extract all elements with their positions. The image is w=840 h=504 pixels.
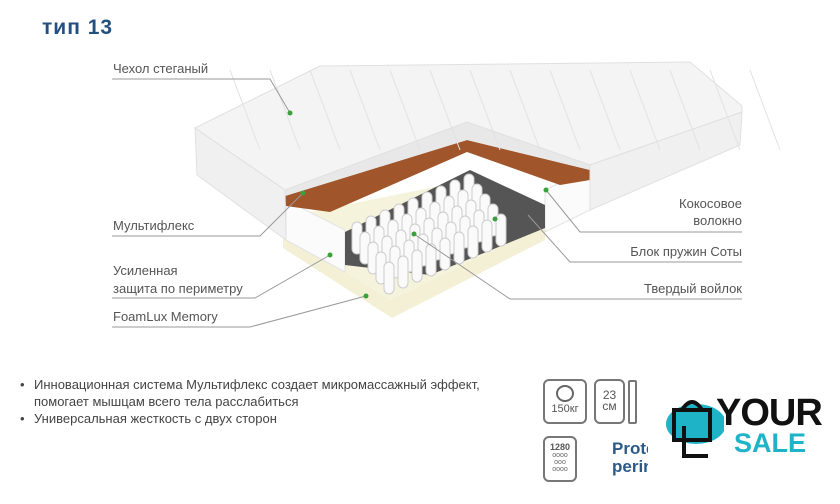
label-felt: Твердый войлок: [644, 281, 742, 296]
label-springs: Блок пружин Соты: [630, 244, 742, 259]
label-perimeter-2: защита по периметру: [113, 281, 243, 296]
quilt-stitch: [269, 69, 301, 151]
quilt-stitch: [509, 69, 541, 151]
spring-coil: [397, 255, 409, 289]
height-unit: см: [602, 399, 617, 413]
quilt-stitch: [749, 69, 781, 151]
protection-text-1: Prote: [612, 440, 648, 458]
spring-coil: [467, 225, 479, 259]
logo-sale: SALE: [734, 428, 807, 458]
quilt-stitch: [709, 69, 741, 151]
spring-coil: [383, 261, 395, 295]
label-perimeter-1: Усиленная: [113, 263, 178, 278]
label-cover: Чехол стеганый: [113, 61, 209, 76]
springs: [351, 173, 507, 295]
quilt-stitch: [669, 69, 701, 151]
quilt-stitch: [229, 69, 261, 151]
coconut-layer: [285, 140, 590, 212]
model-title: тип 13: [42, 16, 114, 39]
feature-list: Инновационная система Мультифлекс создае…: [20, 376, 490, 427]
protection-badge: Prote perin: [612, 440, 648, 476]
callout-dots: [287, 110, 549, 299]
quilt-stitch: [349, 69, 381, 151]
shopping-bag-hand-icon: [666, 400, 724, 458]
protection-text-2: perin: [612, 457, 648, 476]
spring-coil: [425, 243, 437, 277]
feature-item: Универсальная жесткость с двух сторон: [20, 410, 490, 427]
quilt-stitch: [429, 69, 461, 151]
spring-count: 1280: [549, 442, 571, 452]
spring-coil: [481, 219, 493, 253]
kettlebell-icon: [556, 385, 574, 402]
load-icon-box: 150кг: [543, 379, 587, 424]
foam-layer: [283, 225, 545, 318]
quilt-stitch: [549, 69, 581, 151]
label-coconut-1: Кокосовое: [679, 196, 742, 211]
quilt-stitch: [309, 69, 341, 151]
height-icon-box: 23 см: [594, 379, 625, 424]
feature-item: Инновационная система Мультифлекс создае…: [20, 376, 490, 410]
spring-coil: [453, 231, 465, 265]
quilt-stitch: [589, 69, 621, 151]
spring-coil: [411, 249, 423, 283]
quilt-stitch: [629, 69, 661, 151]
spring-coil: [495, 213, 507, 247]
height-value: 23: [602, 388, 617, 402]
quilt-stitch: [469, 69, 501, 151]
label-coconut-2: волокно: [693, 213, 742, 228]
multiflex-layer: [285, 122, 590, 196]
label-foam: FoamLux Memory: [113, 309, 218, 324]
load-value: 150кг: [551, 403, 579, 415]
quilt-stitch: [389, 69, 421, 151]
ruler-icon: [628, 380, 637, 424]
logo-your: YOUR: [716, 392, 823, 434]
your-sale-logo: YOUR SALE: [654, 372, 840, 504]
label-multiflex: Мультифлекс: [113, 218, 195, 233]
spring-coil: [439, 237, 451, 271]
